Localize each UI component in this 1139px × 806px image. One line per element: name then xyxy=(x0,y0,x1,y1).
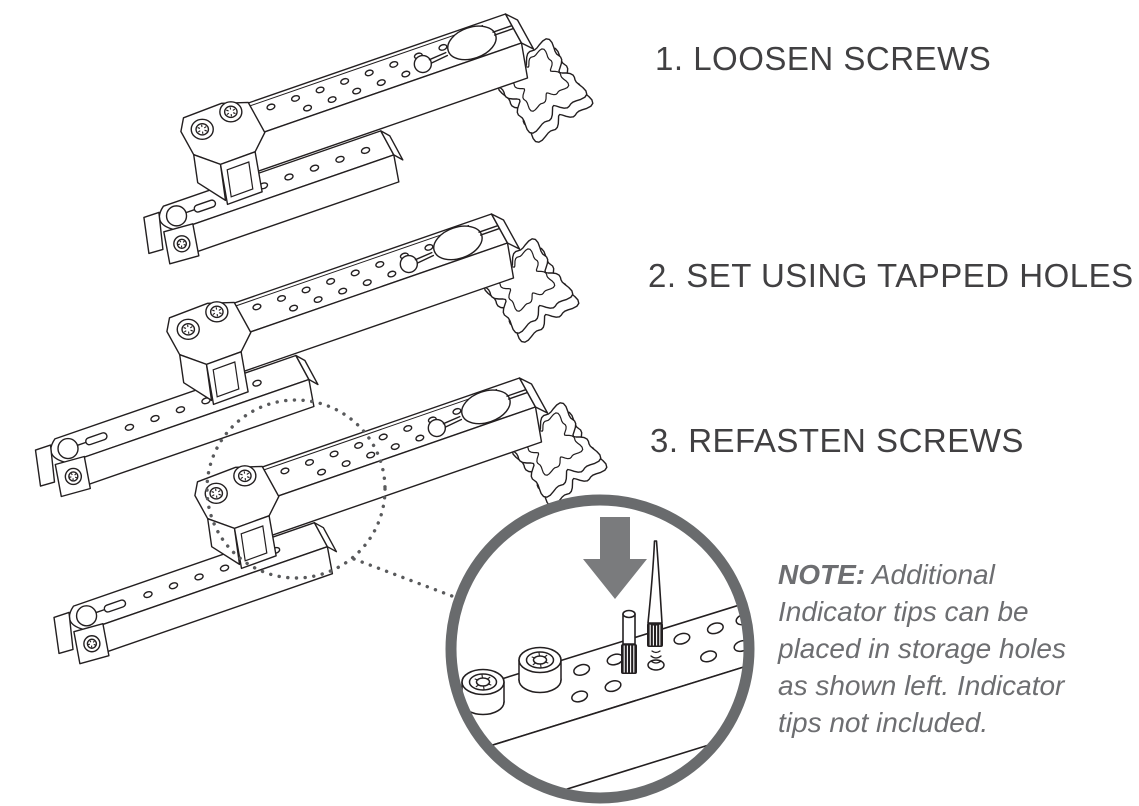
detail-callout-circle xyxy=(445,494,755,804)
note-line: as shown left. Indicator xyxy=(778,670,1065,701)
step-2-label: 2. SET USING TAPPED HOLES xyxy=(648,257,1134,294)
note-line: Indicator tips can be xyxy=(778,596,1029,627)
note-line: placed in storage holes xyxy=(778,633,1066,664)
drawing-step3-refasten-screws xyxy=(53,377,608,665)
note-line: NOTE: Additional xyxy=(778,556,1108,593)
note-text: NOTE: Additional Indicator tips can be p… xyxy=(778,556,1108,741)
drawing-step1-loosen-screws xyxy=(143,13,594,265)
drawing-step2-set-tapped-holes xyxy=(34,213,580,498)
step-1-label: 1. LOOSEN SCREWS xyxy=(655,40,992,77)
note-label: NOTE: xyxy=(778,559,866,590)
note-line-text: Additional xyxy=(871,559,995,590)
note-line: tips not included. xyxy=(778,707,989,738)
step-3-label: 3. REFASTEN SCREWS xyxy=(650,422,1024,459)
